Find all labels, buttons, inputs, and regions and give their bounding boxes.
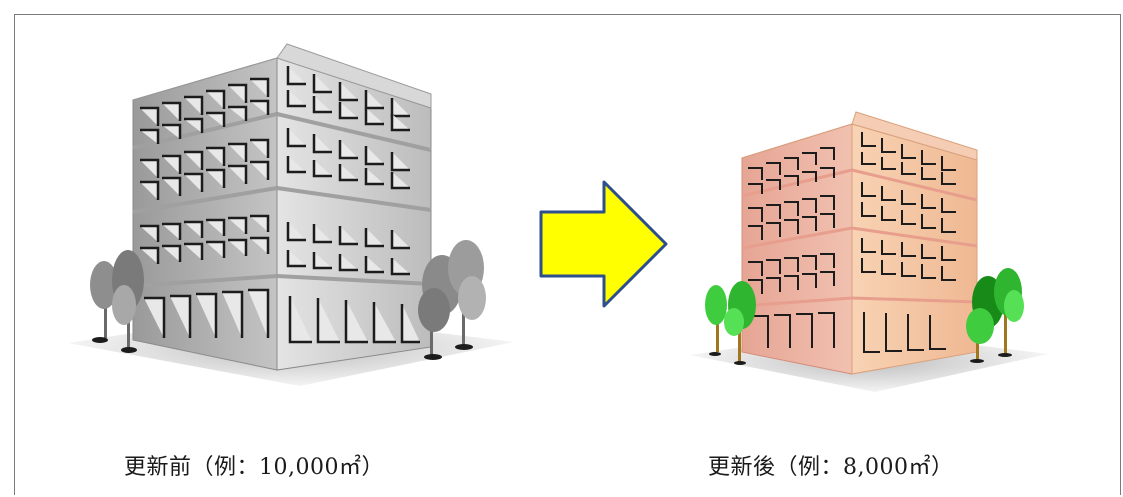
before-tree-icon-right: [418, 240, 486, 360]
after-caption: 更新後（例：8,000㎡）: [708, 455, 954, 480]
before-tree-icon-left: [90, 250, 144, 353]
after-windows: [748, 132, 956, 353]
after-tree-icon-right: [966, 268, 1024, 363]
before-building: [68, 43, 514, 386]
after-side-face: [851, 123, 978, 375]
after-roof: [741, 111, 978, 161]
before-roof: [132, 43, 432, 109]
after-tree-icon-left: [705, 281, 756, 365]
right-arrow-icon: [539, 180, 668, 308]
figure-frame: [14, 14, 1121, 495]
before-windows: [140, 66, 420, 344]
after-building: [690, 111, 1048, 392]
before-floor-bands: [132, 112, 432, 288]
before-caption: 更新前（例：10,000㎡）: [124, 455, 384, 480]
